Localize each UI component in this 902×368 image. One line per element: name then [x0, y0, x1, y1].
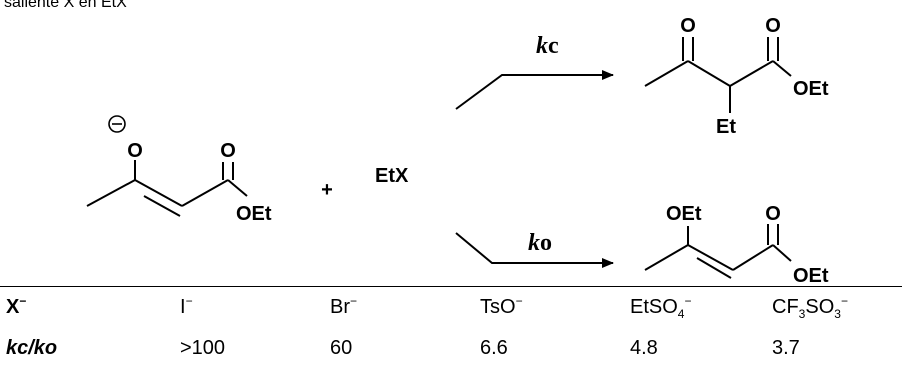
product-c-ester-label: OEt [793, 78, 829, 100]
ester-carbonyl-oxygen-label: O [765, 15, 781, 37]
ratio-value: >100 [180, 337, 226, 359]
anion-tosylate: TsO− [480, 286, 630, 328]
reaction-scheme: O O OEt + EtX kc ko O O OEt E [86, 15, 829, 285]
kc-rate-label: kc [536, 33, 559, 59]
c-alkylation-arrow [455, 70, 614, 110]
figure-caption: saliente X en EtX [4, 0, 127, 11]
ketone-oxygen-label: O [680, 15, 696, 37]
negative-charge-icon [108, 115, 126, 133]
ratio-value: 4.8 [630, 337, 658, 359]
reactant-enolate [86, 160, 248, 217]
ko-rate-label: ko [528, 230, 552, 256]
table-row-anions: X− I− Br− TsO− EtSO4− CF3SO3− [0, 286, 902, 328]
o-alkylation-arrow [455, 232, 614, 268]
ethyl-substituent-label: Et [716, 116, 736, 138]
table-row-ratios: kc/ko >100 60 6.6 4.8 3.7 [0, 328, 902, 368]
ether-label: OEt [666, 203, 702, 225]
product-o-ester-label: OEt [793, 265, 829, 285]
selectivity-table: X− I− Br− TsO− EtSO4− CF3SO3− kc/ko >100… [0, 286, 902, 368]
product-c-alkylated [644, 37, 792, 113]
ratio-value: 3.7 [772, 337, 800, 359]
ratio-header: kc/ko [6, 337, 58, 359]
product-o-alkylated [644, 224, 792, 279]
reagent-label: EtX [375, 165, 409, 187]
anion-ethylsulfate: EtSO4− [630, 286, 772, 328]
carbonyl-oxygen-label: O [220, 140, 236, 162]
o-product-carbonyl-oxygen-label: O [765, 203, 781, 225]
leaving-group-header: X− [0, 286, 180, 328]
anion-triflate: CF3SO3− [772, 286, 902, 328]
plus-sign: + [321, 179, 333, 201]
reactant-ester-label: OEt [236, 203, 272, 225]
ratio-value: 6.6 [480, 337, 508, 359]
enolate-oxygen-label: O [127, 140, 143, 162]
anion-bromide: Br− [330, 286, 480, 328]
anion-iodide: I− [180, 286, 330, 328]
ratio-value: 60 [330, 337, 353, 359]
